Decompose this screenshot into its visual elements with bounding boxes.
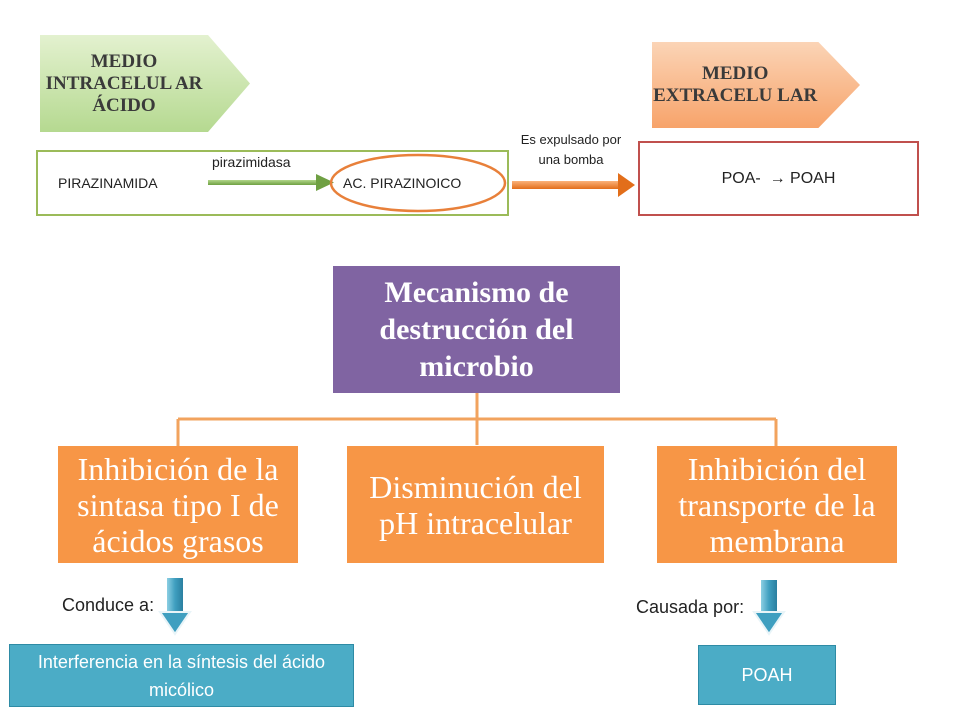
left-connector-label: Conduce a: <box>62 595 155 615</box>
left-down-arrow <box>158 578 192 636</box>
extracellular-box-label: POA- → POAH <box>721 169 836 187</box>
tree-child-2: Disminución del pH intracelular <box>347 446 604 563</box>
tag-medio-extracelular-label: MEDIO EXTRACELU LAR <box>653 63 818 106</box>
left-result-box: Interferencia en la síntesis del ácido m… <box>9 644 354 707</box>
tag-medio-intracelular: MEDIO INTRACELUL AR ÁCIDO <box>40 35 250 132</box>
substrate-label: PIRAZINAMIDA <box>58 175 158 191</box>
right-result-box: POAH <box>698 645 836 705</box>
pump-arrow <box>512 173 635 197</box>
reaction-box <box>36 150 509 216</box>
tree-connectors <box>176 393 778 446</box>
tree-child-2-label: Disminución del pH intracelular <box>369 468 582 541</box>
tag-medio-extracelular: MEDIO EXTRACELU LAR <box>652 42 860 128</box>
reaction-arrow <box>208 174 334 191</box>
tree-child-1-label: Inhibición de la sintasa tipo I de ácido… <box>77 450 279 559</box>
right-down-arrow <box>752 580 786 636</box>
tree-child-3-label: Inhibición del transporte de la membrana <box>678 450 876 559</box>
pump-label: Es expulsado por una bomba <box>520 132 622 167</box>
tree-root: Mecanismo de destrucción del microbio <box>333 266 620 393</box>
product-highlight-ellipse <box>329 153 507 213</box>
right-result-label: POAH <box>741 665 793 685</box>
product-label: AC. PIRAZINOICO <box>343 175 462 191</box>
tree-root-label: Mecanismo de destrucción del microbio <box>379 276 574 383</box>
enzyme-label: pirazimidasa <box>212 154 291 170</box>
tree-child-1: Inhibición de la sintasa tipo I de ácido… <box>58 446 298 563</box>
tree-child-3: Inhibición del transporte de la membrana <box>657 446 897 563</box>
right-connector-label: Causada por: <box>636 597 745 617</box>
tag-medio-intracelular-label: MEDIO INTRACELUL AR ÁCIDO <box>45 50 203 116</box>
left-result-label: Interferencia en la síntesis del ácido m… <box>37 651 326 700</box>
extracellular-box: POA- → POAH <box>638 141 919 216</box>
